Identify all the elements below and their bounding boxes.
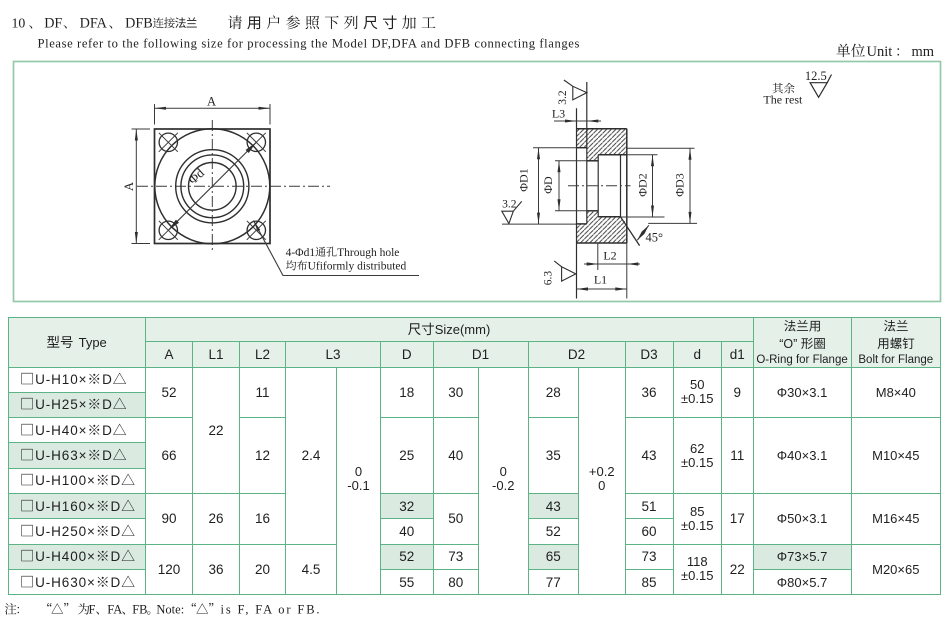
svg-text:DFB: DFB: [125, 16, 153, 32]
svg-text:U-H400×: U-H400×: [35, 549, 96, 564]
svg-text:ΦD2: ΦD2: [636, 173, 650, 196]
svg-text:ΦD3: ΦD3: [673, 173, 687, 196]
svg-text:Through hole: Through hole: [337, 247, 399, 259]
svg-text:D: D: [102, 448, 113, 463]
svg-text:Please refer to the following: Please refer to the following size for p…: [38, 37, 580, 51]
svg-text:U-H630×: U-H630×: [35, 575, 96, 590]
svg-text:Unit: Unit: [867, 44, 893, 60]
svg-text:“O”: “O”: [779, 337, 797, 351]
svg-text:D: D: [111, 499, 122, 514]
svg-text:mm: mm: [912, 44, 935, 60]
svg-text:D: D: [111, 473, 122, 488]
svg-text:DFA: DFA: [80, 16, 108, 32]
svg-text:D: D: [111, 549, 122, 564]
svg-text:DF: DF: [44, 16, 62, 32]
svg-text:U-H25×: U-H25×: [35, 397, 87, 412]
svg-text:ΦD1: ΦD1: [517, 168, 531, 191]
svg-text:D: D: [102, 372, 113, 387]
svg-text:U-H160×: U-H160×: [35, 499, 96, 514]
svg-text:4-Φd1: 4-Φd1: [286, 247, 316, 259]
svg-text:3.2: 3.2: [557, 90, 569, 105]
svg-text:Type: Type: [79, 335, 107, 350]
svg-text:45°: 45°: [646, 231, 664, 245]
svg-text:FB: FB: [132, 603, 147, 617]
svg-text:L2: L2: [603, 249, 616, 263]
svg-text:Ufiformly distributed: Ufiformly distributed: [308, 261, 407, 273]
svg-text:is F, FA or FB.: is F, FA or FB.: [221, 603, 322, 617]
svg-text:D: D: [111, 575, 122, 590]
svg-text:12.5: 12.5: [805, 69, 827, 83]
svg-text:D: D: [102, 397, 113, 412]
svg-text:FA: FA: [107, 603, 122, 617]
svg-text:D: D: [111, 524, 122, 539]
svg-text:The rest: The rest: [763, 93, 803, 107]
svg-text:U-H10×: U-H10×: [35, 372, 87, 387]
svg-text:D: D: [102, 423, 113, 438]
svg-text:Note:: Note:: [156, 603, 184, 617]
svg-text:U-H100×: U-H100×: [35, 473, 96, 488]
svg-text:A: A: [122, 182, 136, 191]
svg-text:10: 10: [12, 16, 26, 31]
svg-text:U-H63×: U-H63×: [35, 448, 87, 463]
svg-text:L3: L3: [552, 107, 565, 121]
svg-text:ΦD: ΦD: [541, 176, 555, 194]
svg-text:L1: L1: [594, 273, 607, 287]
svg-text:6.3: 6.3: [543, 271, 555, 286]
svg-text:U-H250×: U-H250×: [35, 524, 96, 539]
svg-text:Size(mm): Size(mm): [435, 322, 491, 337]
svg-text:F: F: [89, 603, 96, 617]
svg-text:A: A: [207, 95, 216, 109]
svg-text:3.2: 3.2: [502, 199, 517, 211]
svg-text:U-H40×: U-H40×: [35, 423, 87, 438]
